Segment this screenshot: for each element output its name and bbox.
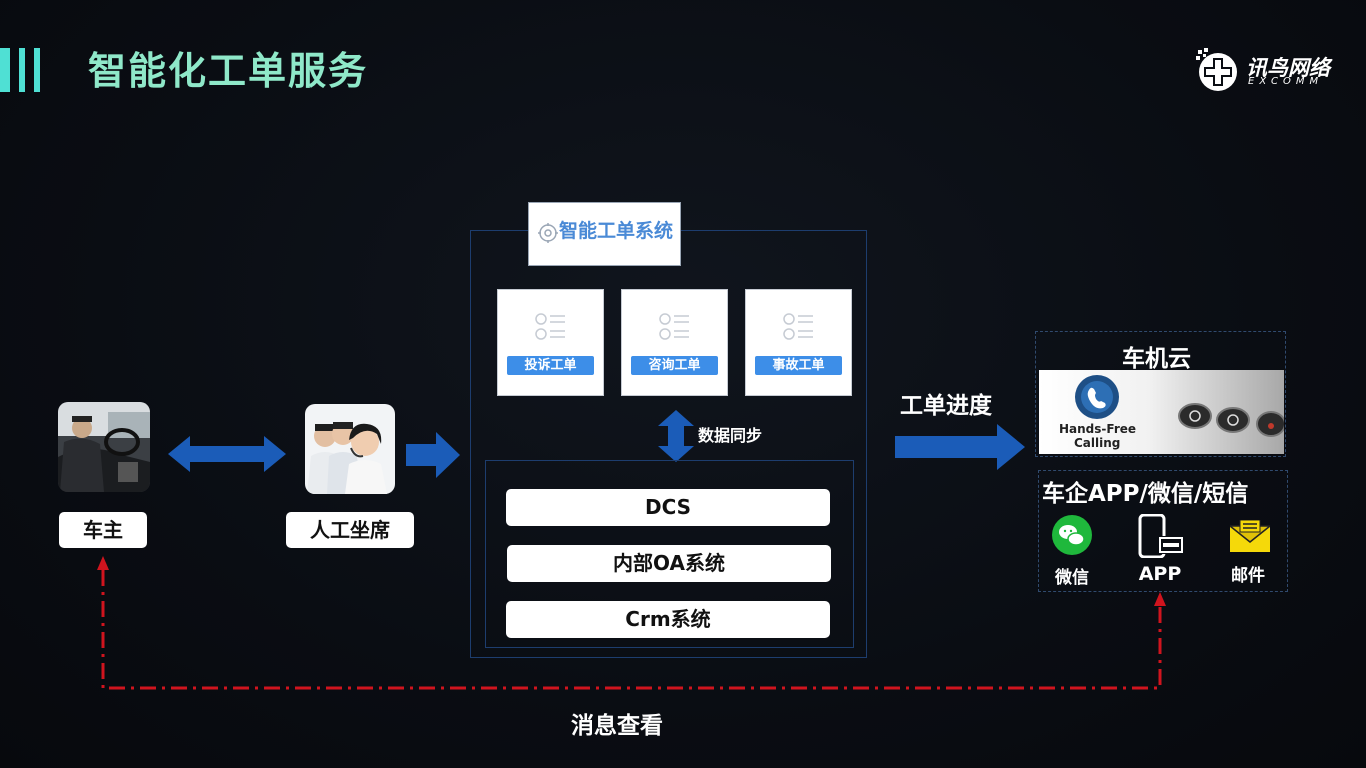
ticket-tag-complaint: 投诉工单 [507, 356, 594, 375]
brand-name: 讯鸟网络 [1246, 56, 1330, 80]
ticket-tag-accident: 事故工单 [755, 356, 842, 375]
ticket-tag-consult: 咨询工单 [631, 356, 718, 375]
handsfree-image: Hands-Free Calling [1039, 370, 1284, 454]
handsfree-text-1: Hands-Free [1059, 422, 1137, 436]
ticket-card-accident: 事故工单 [745, 289, 852, 396]
channel-app-label: APP [1138, 563, 1182, 585]
backend-frame [485, 460, 854, 648]
car-cloud-box [1035, 331, 1286, 457]
agent-label: 人工坐席 [286, 512, 414, 548]
brand-logo: 讯鸟网络 EXCOMM [1194, 46, 1340, 94]
channels-title: 车企APP/微信/短信 [1042, 481, 1249, 507]
ticket-card-complaint: 投诉工单 [497, 289, 604, 396]
channel-mail-label: 邮件 [1231, 566, 1265, 586]
owner-label: 车主 [59, 512, 147, 548]
backend-crm: Crm系统 [506, 601, 830, 638]
list-icon [535, 313, 565, 340]
list-icon [659, 313, 689, 340]
channels-box [1038, 470, 1288, 592]
excomm-logo-icon [1196, 48, 1237, 91]
brand-sub: EXCOMM [1248, 76, 1324, 87]
car-buttons-icon [1178, 403, 1284, 437]
message-return-path [97, 556, 1166, 690]
brain-gear-icon [538, 223, 558, 243]
agents-photo [305, 404, 395, 494]
bidirectional-arrow [168, 436, 286, 472]
channel-wechat-label: 微信 [1055, 568, 1089, 588]
ticket-system-title: 智能工单系统 [559, 220, 674, 242]
handsfree-icon [1075, 375, 1119, 419]
backend-dcs: DCS [506, 489, 830, 526]
handsfree-text-2: Calling [1074, 436, 1121, 450]
progress-label: 工单进度 [900, 393, 992, 419]
ticket-system-title-box: 智能工单系统 [528, 202, 681, 266]
phone-app-icon [1138, 514, 1184, 558]
right-arrow [406, 432, 460, 478]
ticket-card-consult: 咨询工单 [621, 289, 728, 396]
list-icon [783, 313, 813, 340]
message-label: 消息查看 [571, 713, 663, 739]
progress-arrow [895, 424, 1025, 470]
wechat-icon [1052, 515, 1092, 555]
mail-icon [1230, 520, 1270, 552]
backend-oa: 内部OA系统 [507, 545, 831, 582]
sync-arrow [658, 410, 694, 462]
car-cloud-title: 车机云 [1122, 346, 1191, 372]
driver-photo [58, 402, 150, 492]
page-title: 智能化工单服务 [88, 49, 369, 93]
sync-label: 数据同步 [698, 426, 763, 445]
